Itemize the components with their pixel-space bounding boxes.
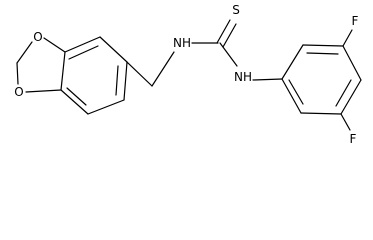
bond-c-f-bottom: [340, 113, 351, 131]
atom-sulfur: S: [232, 3, 240, 17]
bond-ring1-c: [123, 61, 128, 101]
bond-ring1-inner-2: [115, 65, 119, 96]
atom-labels: O O NH S NH F F: [14, 3, 358, 146]
bond-ring2-inner-2: [335, 79, 352, 107]
bond-ring2-f: [281, 78, 302, 114]
bond-dioxole-4: [25, 89, 62, 93]
bond-ring2-e: [300, 112, 342, 115]
bond-dioxole-2: [16, 41, 33, 64]
bond-ring1-inner-1: [68, 45, 99, 60]
bond-ring1-d: [87, 99, 125, 115]
bond-ring1-b: [99, 36, 128, 63]
bond-ch2-ring: [126, 61, 153, 87]
molecule-structure: O O NH S NH F F: [14, 3, 362, 146]
bond-c-f-top: [342, 29, 353, 47]
bond-c-s-b: [222, 23, 237, 48]
bond-ring2-a: [281, 44, 304, 80]
bond-ch2-nh: [151, 51, 175, 87]
bond-ring1-a: [64, 36, 101, 53]
bond-nh2-ring: [252, 78, 283, 81]
bonds: [16, 19, 362, 131]
bond-ring1-f: [60, 51, 66, 91]
bond-ring2-inner-1: [306, 52, 339, 55]
bond-c-nh2: [219, 42, 238, 67]
bond-ring2-b: [302, 44, 344, 47]
bond-dioxole-1: [43, 37, 66, 53]
bond-ring1-e: [60, 89, 89, 115]
bond-ring2-c: [342, 45, 362, 81]
bond-ring1-inner-3: [66, 87, 87, 106]
bond-ring2-inner-3: [288, 79, 304, 105]
bond-dioxole-3: [16, 62, 19, 85]
bond-ring2-d: [340, 79, 362, 115]
atom-oxygen-lower: O: [14, 85, 23, 99]
bond-c-s-a: [216, 19, 231, 44]
atom-oxygen-upper: O: [33, 30, 42, 44]
atom-fluorine-bottom: F: [350, 132, 357, 146]
atom-fluorine-top: F: [352, 14, 359, 28]
atom-nh-right: NH: [234, 70, 252, 84]
atom-nh-left: NH: [173, 36, 191, 50]
